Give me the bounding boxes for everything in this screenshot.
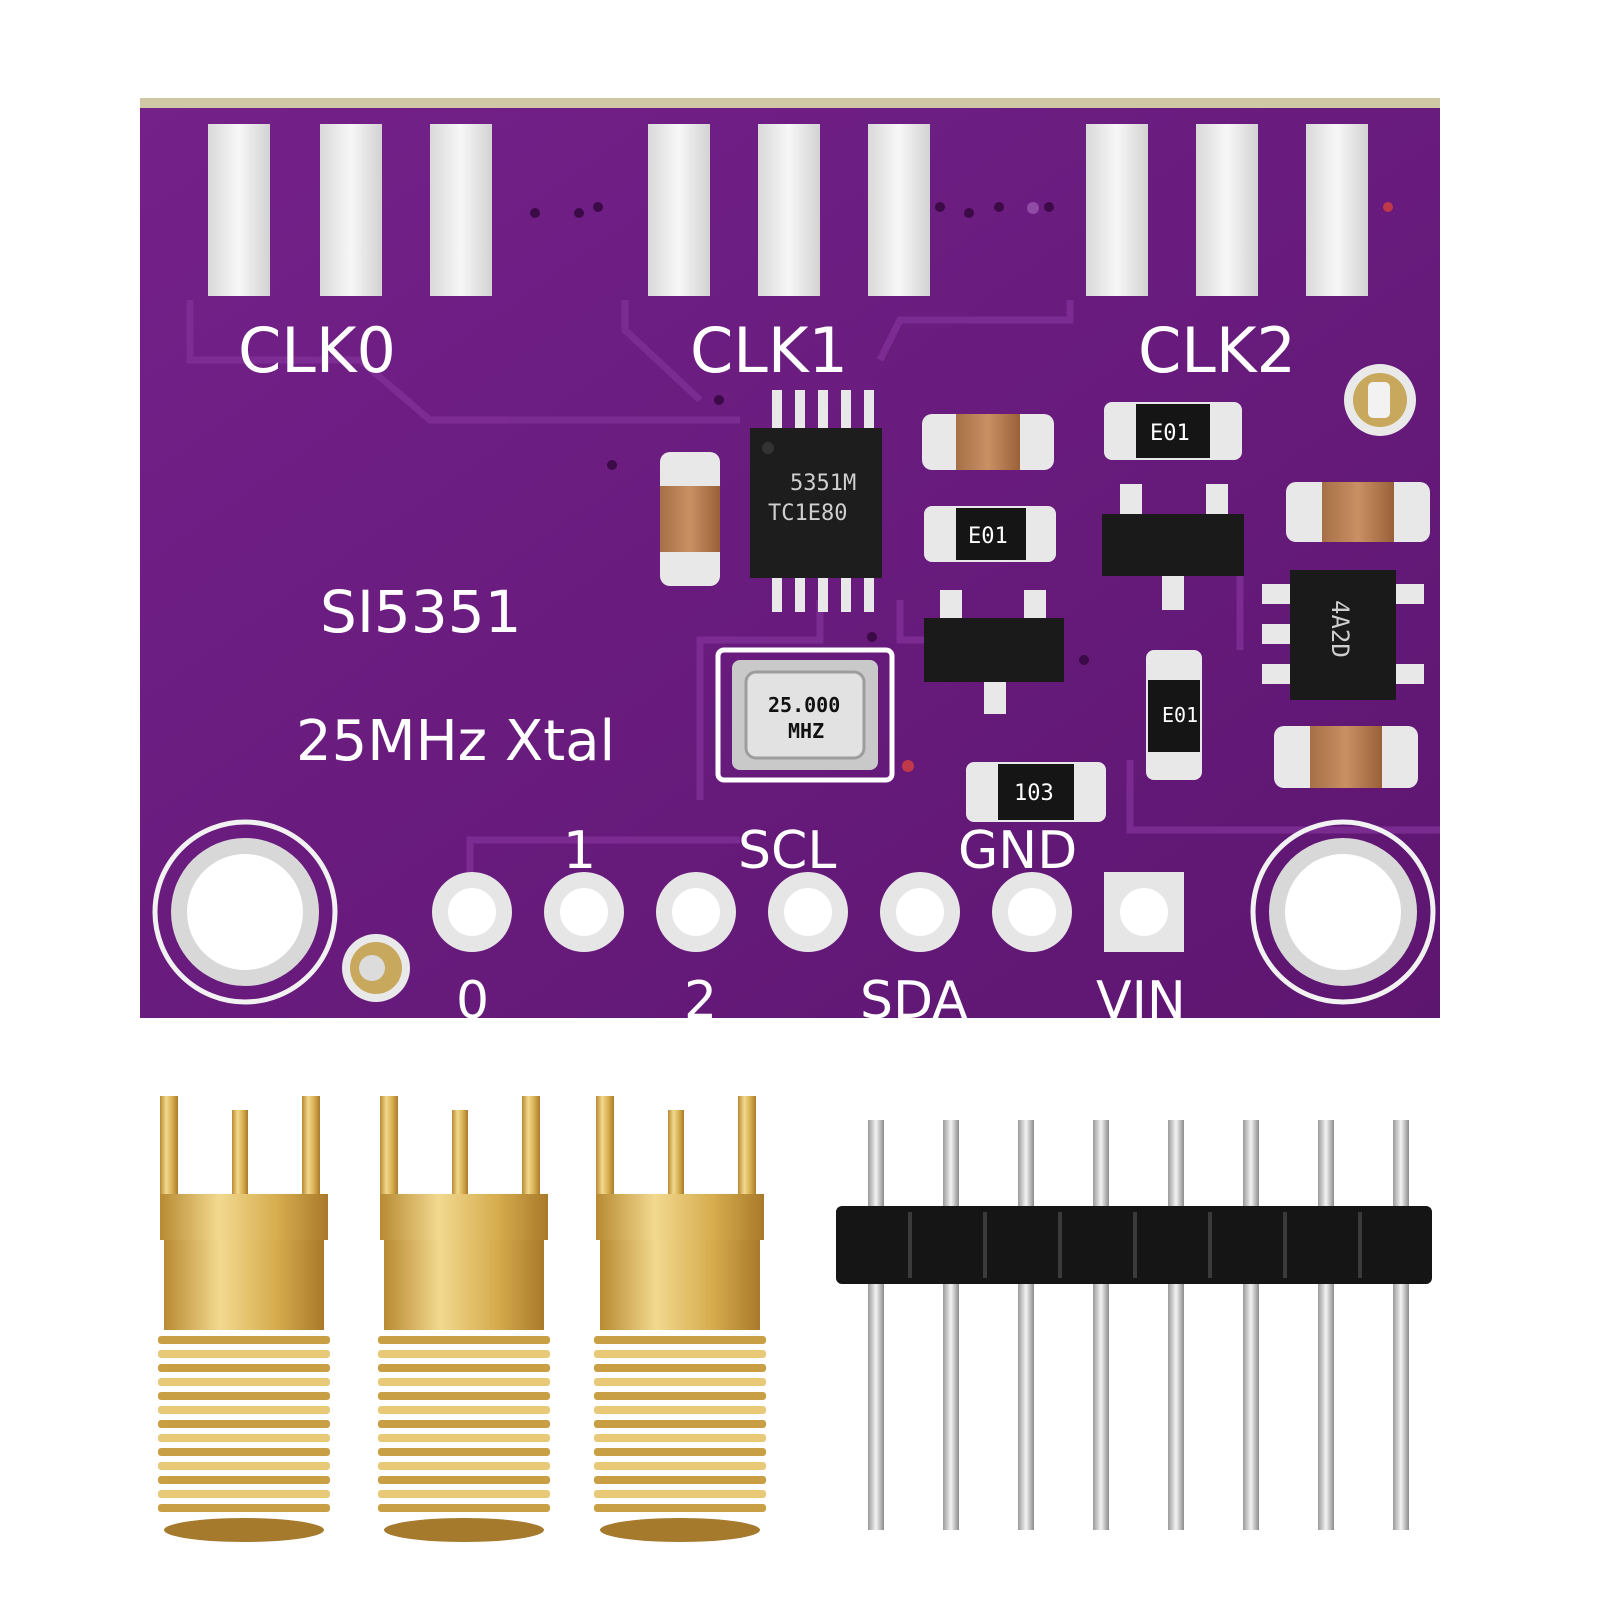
clk2-edge-pads	[1086, 124, 1368, 296]
transistor-right	[1102, 484, 1244, 610]
crystal-label: 25MHz Xtal	[296, 709, 615, 774]
resistor-mark-3: E01	[1162, 703, 1198, 727]
capacitor-top	[922, 414, 1054, 470]
pin-hole-square	[1104, 872, 1184, 952]
mounting-hole-left	[152, 819, 338, 1005]
pin-label-2: 2	[684, 971, 717, 1031]
small-mounting-via-right	[1344, 364, 1416, 436]
sma-connector	[158, 1096, 330, 1542]
pin-label-1: 1	[563, 821, 596, 881]
header-pin	[1243, 1120, 1259, 1530]
chip-marking-line2: TC1E80	[768, 501, 847, 526]
header-pin	[1093, 1120, 1109, 1530]
header-pin	[1018, 1120, 1034, 1530]
pin-label-gnd: GND	[958, 821, 1077, 881]
header-pin	[1393, 1120, 1409, 1530]
capacitor-right-top	[1286, 482, 1430, 542]
clk1-edge-pads	[648, 124, 930, 296]
board-title: SI5351	[320, 578, 522, 646]
pin-hole	[992, 872, 1072, 952]
pin-hole	[432, 872, 512, 952]
regulator-ic: 4A2D	[1262, 570, 1424, 700]
crystal-marking-line2: MHZ	[788, 719, 824, 743]
resistor-vertical: E01	[1146, 650, 1202, 780]
sma-connector	[378, 1096, 550, 1542]
pin-hole	[768, 872, 848, 952]
pin-hole	[656, 872, 736, 952]
clk2-label: CLK2	[1138, 314, 1296, 387]
header-pin	[1318, 1120, 1334, 1530]
resistor-top-right: E01	[1104, 402, 1242, 460]
pin-hole	[880, 872, 960, 952]
small-mounting-via-left	[342, 934, 410, 1002]
header-pin	[868, 1120, 884, 1530]
regulator-marking: 4A2D	[1326, 600, 1354, 658]
clk1-label: CLK1	[690, 314, 848, 387]
pin-header-strip	[836, 1120, 1432, 1530]
sma-connectors	[158, 1096, 766, 1542]
pin-label-sda: SDA	[860, 971, 968, 1031]
mounting-hole-right	[1250, 819, 1436, 1005]
resistor-mark-2: E01	[968, 524, 1008, 549]
capacitor-right-bottom	[1274, 726, 1418, 788]
crystal-marking-line1: 25.000	[768, 693, 840, 717]
header-pin	[943, 1120, 959, 1530]
resistor-middle: E01	[924, 506, 1056, 562]
pin-hole	[544, 872, 624, 952]
crystal-oscillator: 25.000 MHZ	[715, 647, 895, 783]
chip-marking-line1: 5351M	[790, 471, 856, 496]
capacitor-left	[660, 452, 720, 586]
resistor-103: 103	[966, 762, 1106, 822]
header-pin	[1168, 1120, 1184, 1530]
pin-label-vin: VIN	[1096, 971, 1186, 1031]
pin-label-0: 0	[456, 971, 489, 1031]
clk0-edge-pads	[208, 124, 492, 296]
header-pin-holes	[432, 872, 1184, 952]
pin-label-scl: SCL	[738, 821, 836, 881]
transistor-left	[924, 590, 1064, 714]
resistor-mark-4: 103	[1014, 781, 1054, 806]
sma-connector	[594, 1096, 766, 1542]
clk0-label: CLK0	[238, 314, 396, 387]
resistor-mark-1: E01	[1150, 421, 1190, 446]
si5351-chip: 5351M TC1E80	[750, 390, 882, 612]
